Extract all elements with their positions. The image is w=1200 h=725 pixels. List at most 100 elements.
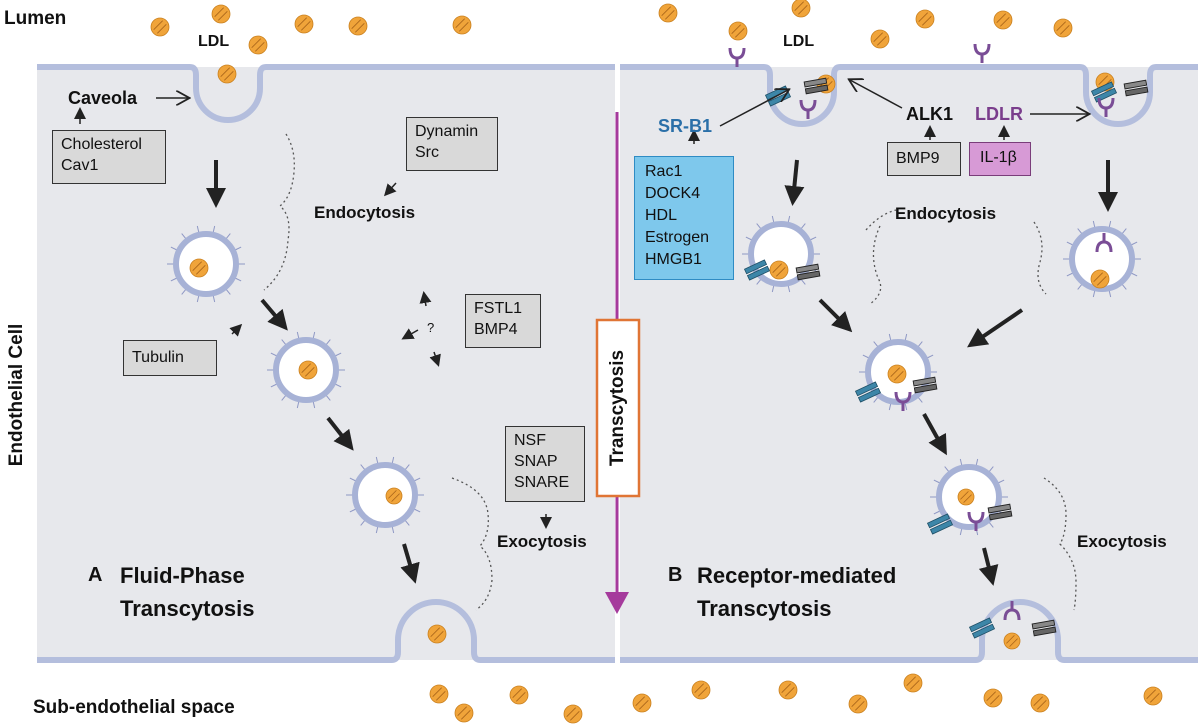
bmp4-text: BMP4 — [474, 321, 518, 338]
ldlr-label: LDLR — [975, 104, 1023, 124]
ldlr-receptor-icon — [1003, 601, 1021, 621]
ldlr-receptor-icon — [1097, 97, 1115, 117]
fstl1-text: FSTL1 — [474, 300, 523, 317]
bmp9-text: BMP9 — [896, 150, 940, 167]
ldl-particle — [728, 21, 748, 41]
bmp9-box: BMP9 — [887, 142, 961, 176]
ldl-particle — [294, 14, 314, 34]
caveola-label: Caveola — [68, 88, 138, 108]
exocytosis-brace-b — [1043, 477, 1077, 611]
ldl-particle — [778, 680, 798, 700]
ldl-particle — [427, 624, 447, 644]
ldl-particle — [298, 360, 318, 380]
ldl-particle — [915, 9, 935, 29]
ldl-particle — [150, 17, 170, 37]
trafficking-arrows-a — [206, 160, 420, 584]
transcytosis-label: Transcytosis — [607, 349, 628, 467]
hdl-text: HDL — [645, 207, 678, 224]
ldlr-receptor-icon — [799, 99, 817, 119]
il1b-text: IL-1β — [980, 149, 1017, 166]
exocytosis-brace-a — [451, 477, 493, 611]
ldl-particle — [848, 694, 868, 714]
endocytosis-label-a: Endocytosis — [314, 203, 416, 222]
ldl-particle — [452, 15, 472, 35]
ldl-particle — [348, 16, 368, 36]
ldl-particle — [509, 685, 529, 705]
ldl-particle — [957, 488, 975, 506]
panel-b-title-line2: Transcytosis — [697, 596, 832, 621]
endocytosis-brace-b — [865, 209, 1047, 305]
nsf-snap-snare-box: NSF SNAP SNARE — [505, 426, 585, 502]
snare-text: SNARE — [514, 474, 570, 491]
alk1-receptor-icon — [912, 376, 938, 394]
sub-endothelial-label: Sub-endothelial space — [33, 697, 235, 718]
basal-membrane-b — [620, 599, 1198, 663]
ldl-particle — [429, 684, 449, 704]
tubulin-text: Tubulin — [132, 349, 184, 366]
ldl-particle — [791, 0, 811, 18]
panel-a-title-line2: Transcytosis — [120, 596, 255, 621]
panel-b-letter: B — [668, 564, 683, 586]
ldl-particle — [1003, 632, 1021, 650]
ldl-particle — [993, 10, 1013, 30]
endothelial-cell-label: Endothelial Cell — [6, 323, 27, 467]
panel-a-letter: A — [88, 564, 103, 586]
dynamin-text: Dynamin — [415, 123, 479, 140]
srb1-receptor-icon — [854, 381, 882, 403]
ldl-particle — [691, 680, 711, 700]
tubulin-box: Tubulin — [123, 340, 217, 376]
ldl-particle — [887, 364, 907, 384]
srb1-receptor-icon — [968, 617, 996, 639]
ldlr-receptor-icon — [973, 43, 991, 63]
srb1-receptor-icon — [926, 513, 954, 535]
nsf-text: NSF — [514, 432, 546, 449]
ldl-particle — [658, 3, 678, 23]
ldl-label-b: LDL — [783, 33, 815, 50]
panel-a-title-line1: Fluid-Phase — [120, 563, 245, 588]
ldl-particle — [1030, 693, 1050, 713]
ldlr-receptor-icon — [967, 511, 985, 531]
ldlr-receptor-icon — [1095, 233, 1113, 253]
question-mark: ? — [427, 320, 435, 335]
ldl-particle — [1090, 269, 1110, 289]
endocytosis-label-b: Endocytosis — [895, 204, 997, 223]
vesicle — [267, 331, 345, 409]
dynamin-src-box: Dynamin Src — [406, 117, 498, 171]
hmgb1-text: HMGB1 — [645, 251, 702, 268]
srb1-label: SR-B1 — [658, 116, 713, 136]
ldl-particle — [211, 4, 231, 24]
alk1-label: ALK1 — [906, 104, 954, 124]
alk1-receptor-icon — [1031, 619, 1057, 637]
srb1-receptor-icon — [743, 259, 771, 281]
ldl-particle — [903, 673, 923, 693]
ldl-particle — [1053, 18, 1073, 38]
ldl-particle — [217, 64, 237, 84]
fstl1-bmp4-box: FSTL1 BMP4 — [465, 294, 541, 348]
snap-text: SNAP — [514, 453, 558, 470]
ldl-particle — [563, 704, 583, 724]
regulation-arrows — [74, 80, 1088, 529]
ldl-particle — [983, 688, 1003, 708]
ldl-particle — [632, 693, 652, 713]
cholesterol-text: Cholesterol — [61, 136, 142, 153]
exocytosis-label-a: Exocytosis — [497, 532, 587, 551]
cav1-text: Cav1 — [61, 157, 99, 174]
ldl-particle — [189, 258, 209, 278]
ldl-label-a: LDL — [198, 33, 230, 50]
alk1-receptor-icon — [795, 263, 821, 281]
endocytosis-brace-a — [263, 133, 295, 291]
exocytosis-label-b: Exocytosis — [1077, 532, 1167, 551]
ldl-particle — [870, 29, 890, 49]
panel-b-title-line1: Receptor-mediated — [697, 563, 897, 588]
trafficking-arrows-b — [784, 159, 1118, 586]
ldl-particle — [769, 260, 789, 280]
transcytosis-label-box — [595, 318, 641, 498]
ldl-particle — [1143, 686, 1163, 706]
alk1-receptor-icon — [803, 77, 829, 95]
rac1-text: Rac1 — [645, 163, 683, 180]
cholesterol-cav1-box: Cholesterol Cav1 — [52, 130, 166, 184]
il1b-box: IL-1β — [969, 142, 1031, 176]
ldlr-receptor-icon — [728, 47, 746, 67]
